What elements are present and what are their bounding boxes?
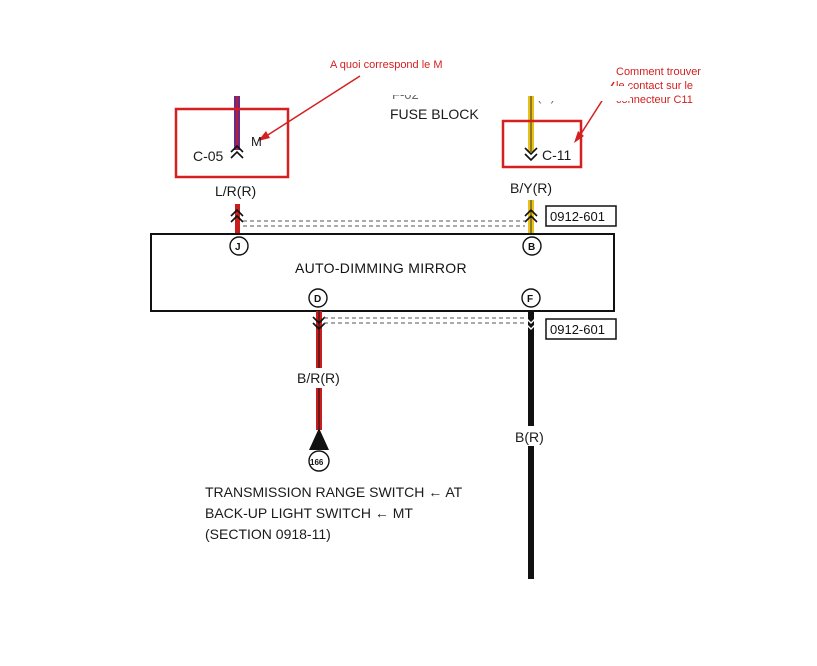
wire-color-br: B/R(R) [297,370,340,386]
wire-color-lr: L/R(R) [215,183,256,199]
pin-d-circle [308,288,328,308]
fuse-block-mask [390,86,630,101]
ref-top-label: 0912-601 [550,209,605,224]
connector-c11-chevron [524,147,538,162]
pin-b-circle [522,236,542,256]
connector-c05-label: C-05 [193,148,224,164]
pin-b-label: B [528,242,535,253]
highlight-box-c05 [174,107,290,179]
node-166-label: 166 [310,458,324,467]
ground-arrow [309,428,329,450]
connector-f-chevron [524,316,538,330]
annotation-arrowhead-c11 [574,131,584,143]
pin-j-label: J [235,242,241,253]
connector-j-chevron [230,208,244,223]
pin-m-label: M [251,134,262,149]
wire-color-by: B/Y(R) [510,180,552,196]
pin-d-label: D [314,294,321,305]
destination-line2: BACK-UP LIGHT SWITCH ← MT [205,505,413,521]
mirror-title: AUTO-DIMMING MIRROR [295,260,467,276]
annotation-c11-line3: connecteur C11 [616,94,693,106]
ref-bottom-label: 0912-601 [550,322,605,337]
ref-box-bottom [545,318,617,340]
wire-b-label-bg [512,426,552,446]
annotation-c11-line2: le contact sur le [616,80,693,92]
pin-j-circle [229,236,249,256]
fuse-block-mask-2 [388,86,428,95]
annotation-arrow-m [259,75,361,141]
connector-c11-label: C-11 [542,147,572,163]
fuse-block-label: FUSE BLOCK [390,106,479,122]
wire-br-label-bg [296,368,342,388]
pin-f-circle [521,288,541,308]
destination-line3: (SECTION 0918-11) [205,526,331,542]
connector-c05-chevron [230,144,244,159]
highlight-box-c11 [501,119,583,169]
node-166-circle [308,450,330,472]
annotation-arrowhead-m [258,131,270,141]
wire-lr-segment [235,204,240,236]
ref-box-top [545,205,617,227]
pin-f-label: F [527,294,533,305]
destination-line1: TRANSMISSION RANGE SWITCH ← AT [205,484,463,500]
connector-b-chevron [524,208,538,223]
wire-color-b: B(R) [515,429,544,445]
annotation-m-question: A quoi correspond le M [330,59,443,71]
connector-d-chevron [312,316,326,331]
annotation-c11-line1: Comment trouver [616,66,701,78]
